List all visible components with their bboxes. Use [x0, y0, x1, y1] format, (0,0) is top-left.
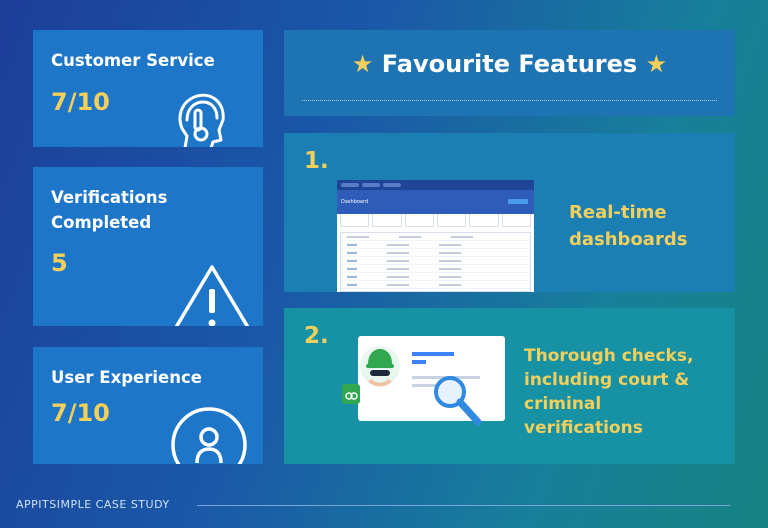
table-row	[341, 241, 530, 249]
card-title: Verifications Completed	[51, 188, 168, 232]
feature-text: Thorough checks, including court & crimi…	[524, 346, 694, 438]
card-value: 5	[51, 249, 68, 277]
dashboard-table	[340, 232, 531, 292]
card-title: Customer Service	[51, 51, 215, 70]
verifications-card: Verifications Completed 5	[33, 167, 263, 326]
card-title: User Experience	[51, 368, 202, 387]
dashboard-screenshot: Dashboard	[337, 180, 534, 292]
dashboard-nav	[337, 180, 534, 190]
dashboard-hero: Dashboard	[337, 190, 534, 214]
footer-text: APPITSIMPLE CASE STUDY	[16, 498, 170, 511]
nav-pill	[362, 183, 380, 187]
nav-pill	[341, 183, 359, 187]
user-experience-card: User Experience 7/10	[33, 347, 263, 464]
dashboard-button	[508, 199, 528, 204]
divider	[302, 100, 717, 101]
feature-number: 2.	[304, 323, 329, 349]
star-icon: ★	[351, 50, 374, 78]
customer-service-card: Customer Service 7/10	[33, 30, 263, 147]
nav-pill	[383, 183, 401, 187]
customer-service-headset-icon	[178, 93, 225, 147]
feature-text: Real-time dashboards	[569, 202, 688, 250]
dashboard-label: Dashboard	[341, 199, 369, 205]
table-row	[341, 257, 530, 265]
check-graphics	[342, 346, 482, 426]
footer-divider	[197, 505, 730, 506]
feature-number: 1.	[304, 148, 329, 174]
table-row	[341, 281, 530, 289]
table-row	[341, 233, 530, 241]
warning-triangle-icon	[174, 265, 250, 326]
card-value: 7/10	[51, 88, 110, 116]
page-title: ★ Favourite Features ★	[351, 50, 668, 78]
star-icon: ★	[645, 50, 668, 78]
table-row	[341, 273, 530, 281]
feature-card-2: 2. Thorough checks, including court & cr…	[284, 308, 735, 464]
card-value: 7/10	[51, 399, 110, 427]
favourite-features-header: ★ Favourite Features ★	[284, 30, 735, 116]
table-row	[341, 249, 530, 257]
user-profile-icon	[171, 407, 247, 464]
table-row	[341, 265, 530, 273]
feature-card-1: 1. Dashboard Real-time dash	[284, 133, 735, 292]
